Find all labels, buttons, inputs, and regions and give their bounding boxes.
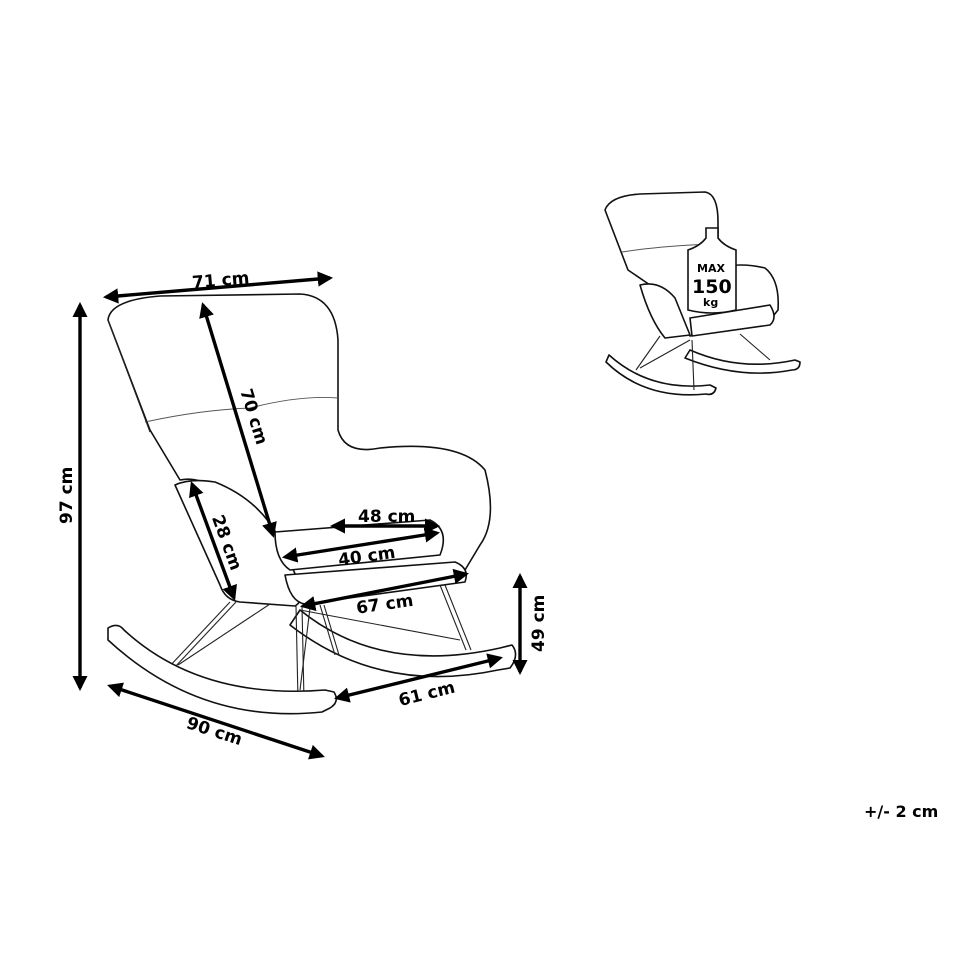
- label-overall-width: 71 cm: [191, 268, 250, 293]
- dim-seat-front-line: [299, 568, 470, 612]
- small-chair-drawing: MAX 150 kg: [604, 191, 801, 396]
- dim-width-line: [102, 271, 334, 304]
- dim-base-line: [334, 653, 503, 703]
- dim-backrest-line: [199, 302, 277, 538]
- label-overall-height: 97 cm: [57, 467, 77, 524]
- weight-label-max: MAX: [697, 262, 725, 275]
- weight-icon: [687, 227, 737, 314]
- dim-armrest-line: [189, 481, 237, 601]
- dim-depth-line: [107, 682, 325, 760]
- label-seat-width: 48 cm: [358, 507, 415, 527]
- rear-rocker: [289, 609, 517, 678]
- dimension-lines: [72, 271, 528, 760]
- dim-seat-depth-line: [281, 527, 441, 563]
- weight-label-unit: kg: [703, 296, 718, 309]
- tolerance-note: +/- 2 cm: [864, 802, 939, 821]
- front-legs: [167, 601, 311, 701]
- label-seat-height: 49 cm: [529, 595, 549, 652]
- weight-label-value: 150: [692, 276, 732, 298]
